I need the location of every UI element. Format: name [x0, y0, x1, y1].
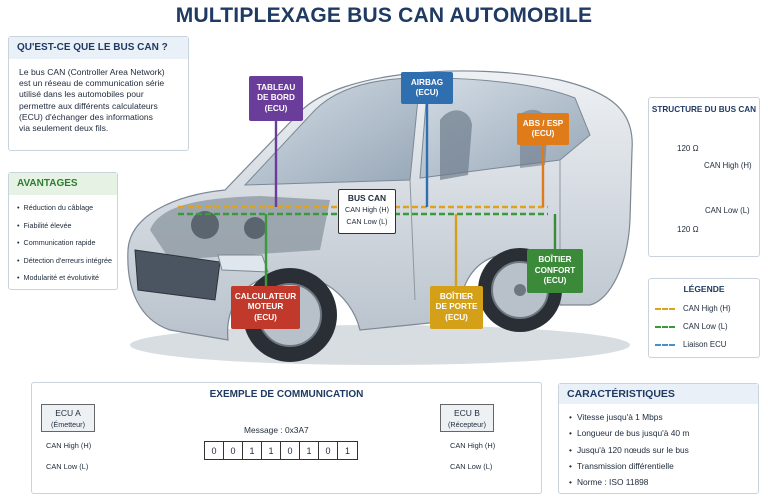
caracteristiques-heading: CARACTÉRISTIQUES [559, 384, 758, 404]
message-label: Message : 0x3A7 [244, 425, 309, 435]
ecu-a-role: (Émetteur) [51, 420, 85, 429]
list-item: Communication rapide [17, 234, 111, 252]
ecu-b-name: ECU B [454, 408, 480, 418]
intro-line: Le bus CAN (Controller Area Network) [19, 67, 165, 77]
list-item: Détection d'erreurs intégrée [17, 252, 112, 270]
avantages-list: Réduction du câblage Fiabilité élevée Co… [9, 195, 117, 287]
structure-heading: STRUCTURE DU BUS CAN [651, 105, 757, 114]
ecu-a-low-label: CAN Low (L) [46, 462, 89, 471]
ecu-label-line: (ECU) [264, 103, 288, 113]
ecu-b-low-label: CAN Low (L) [450, 462, 493, 471]
door-line [409, 179, 416, 301]
list-item: Jusqu'à 120 nœuds sur le bus [569, 442, 750, 458]
caracteristiques-panel: CARACTÉRISTIQUES Vitesse jusqu'à 1 Mbps … [558, 383, 759, 494]
legend-heading: LÉGENDE [683, 284, 725, 294]
bus-can-box: BUS CAN CAN High (H) CAN Low (L) [338, 189, 396, 234]
ecu-label-line: BOÎTIER [538, 255, 572, 265]
car-seat [440, 110, 472, 180]
list-item: Transmission différentielle [569, 458, 750, 474]
example-panel: EXEMPLE DE COMMUNICATION [31, 382, 542, 494]
ecu-b-role: (Récepteur) [448, 420, 486, 429]
ecu-label-line: (ECU) [543, 276, 567, 286]
ecu-boitier-confort: BOÎTIER CONFORT (ECU) [527, 249, 583, 293]
legend-panel: LÉGENDE CAN High (H) CAN Low (L) Liaison… [648, 278, 760, 358]
message-bits: 0 0 1 1 0 1 0 1 [204, 441, 358, 460]
bit-cell: 0 [281, 442, 300, 459]
ecu-label-line: DE PORTE [435, 302, 478, 312]
structure-panel: STRUCTURE DU BUS CAN [648, 97, 760, 257]
ecu-calculateur-moteur: CALCULATEUR MOTEUR (ECU) [231, 286, 300, 329]
intro-line: (ECU) d'échanger des informations [19, 111, 153, 122]
list-item: Longueur de bus jusqu'à 40 m [569, 425, 750, 441]
structure-r1: 120 Ω [677, 144, 699, 153]
page-title: MULTIPLEXAGE BUS CAN AUTOMOBILE [175, 4, 593, 27]
ecu-airbag: AIRBAG (ECU) [401, 72, 453, 104]
legend-item: CAN Low (L) [655, 322, 728, 331]
bit-cell: 1 [243, 442, 262, 459]
avantages-panel: AVANTAGES Réduction du câblage Fiabilité… [8, 172, 118, 290]
legend-label: CAN Low (L) [683, 322, 728, 331]
engine-part [191, 211, 219, 239]
intro-text: Le bus CAN (Controller Area Network) est… [9, 59, 188, 134]
list-item: Norme : ISO 11898 [569, 474, 750, 490]
intro-line: permettre aux différents calculateurs [19, 100, 158, 111]
ecu-label-line: (ECU) [445, 312, 468, 322]
legend-label: Liaison ECU [683, 340, 727, 349]
bus-can-high: CAN High (H) [345, 205, 389, 214]
ecu-a-high-label: CAN High (H) [46, 441, 92, 450]
legend-swatch [655, 325, 675, 328]
list-item: Fiabilité élevée [17, 217, 111, 235]
ecu-a-name: ECU A [55, 408, 81, 418]
list-item: Vitesse jusqu'à 1 Mbps [569, 409, 750, 425]
ecu-label-line: (ECU) [531, 129, 555, 138]
bus-can-title: BUS CAN [347, 193, 387, 203]
list-item: Réduction du câblage [17, 199, 111, 217]
legend-swatch [655, 307, 675, 310]
bit-cell: 0 [205, 442, 224, 459]
rear-hub [514, 284, 526, 296]
ecu-label-line: CONFORT [534, 265, 576, 275]
car-grille [134, 249, 221, 301]
caracteristiques-list: Vitesse jusqu'à 1 Mbps Longueur de bus j… [559, 404, 758, 490]
car-headlight [217, 254, 269, 273]
legend-swatch [655, 343, 675, 346]
structure-high-label: CAN High (H) [704, 161, 752, 170]
ecu-b-high-label: CAN High (H) [450, 441, 496, 450]
example-heading: EXEMPLE DE COMMUNICATION [209, 389, 364, 400]
legend-item: CAN High (H) [655, 304, 731, 313]
structure-r2: 120 Ω [677, 225, 699, 234]
structure-low-label: CAN Low (L) [705, 206, 750, 215]
ecu-label-line: DE BORD [257, 93, 295, 103]
ecu-label-line: BOÎTIER [439, 291, 474, 301]
intro-panel: QU'EST-CE QUE LE BUS CAN ? Le bus CAN (C… [8, 36, 189, 151]
intro-line: est un réseau de communication série [19, 78, 165, 89]
ecu-label-line: (ECU) [254, 312, 277, 322]
engine-part [244, 217, 266, 239]
ecu-label-line: MOTEUR [247, 302, 284, 312]
ecu-label-line: ABS / ESP [522, 118, 564, 128]
ecu-label-line: AIRBAG [410, 77, 444, 87]
ecu-label-line: CALCULATEUR [234, 291, 297, 301]
ecu-tableau-de-bord: TABLEAU DE BORD (ECU) [249, 76, 303, 121]
intro-line: utilisé dans les automobiles pour [19, 89, 144, 100]
bit-cell: 1 [262, 442, 281, 459]
avantages-heading: AVANTAGES [9, 173, 117, 195]
legend-item: Liaison ECU [655, 340, 726, 349]
ecu-abs-esp: ABS / ESP (ECU) [517, 113, 569, 145]
intro-heading: QU'EST-CE QUE LE BUS CAN ? [9, 37, 188, 59]
intro-line: via seulement deux fils. [19, 123, 109, 134]
bus-can-low: CAN Low (L) [346, 217, 388, 226]
bit-cell: 1 [300, 442, 319, 459]
bit-cell: 0 [224, 442, 243, 459]
ecu-boitier-de-porte: BOÎTIER DE PORTE (ECU) [430, 286, 483, 329]
ecu-a-box: ECU A (Émetteur) [41, 404, 95, 432]
bit-cell: 0 [319, 442, 338, 459]
engine-bay [150, 196, 330, 260]
list-item: Modularité et évolutivité [17, 269, 111, 287]
bit-cell: 1 [344, 445, 350, 456]
legend-label: CAN High (H) [683, 304, 731, 313]
ecu-label-line: TABLEAU [256, 82, 296, 92]
ecu-label-line: (ECU) [415, 88, 439, 97]
ecu-b-box: ECU B (Récepteur) [440, 404, 494, 432]
